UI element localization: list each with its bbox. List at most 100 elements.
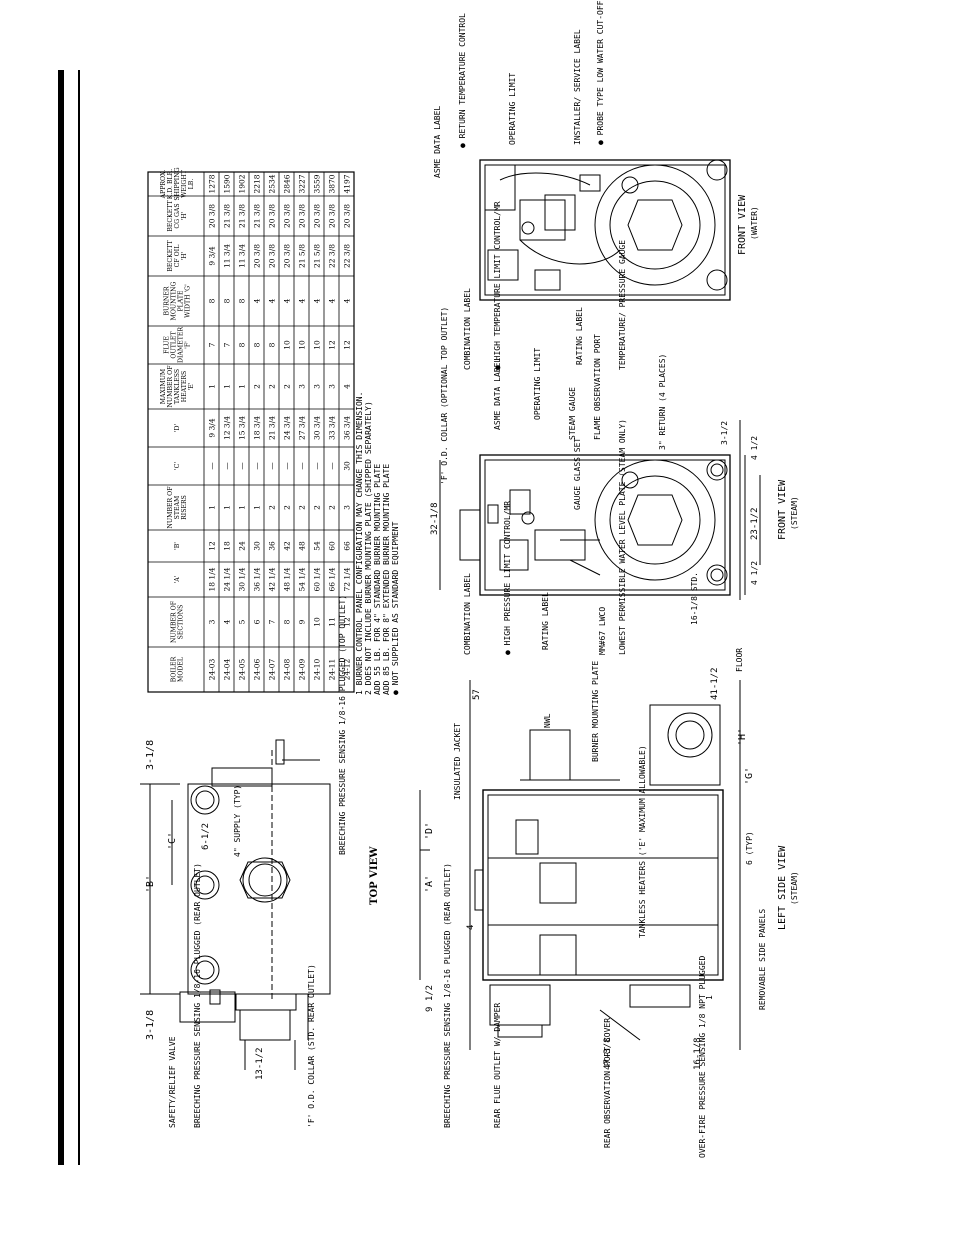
table-cell: — (298, 462, 307, 470)
front-steam-text: 32-1/8 23-1/2 4 1/2 4 1/2 3-1/2 16-1/8 S… (430, 307, 799, 672)
table-cell: 2 (313, 505, 322, 510)
table-cell: 1 (238, 384, 247, 389)
table-cell: 1902 (238, 174, 247, 193)
table-cell: 1 (208, 384, 217, 389)
table-cell: 24-07 (268, 658, 277, 680)
table-header-cell: MAXIMUM (160, 368, 167, 404)
table-header-cell: SECTIONS (178, 605, 185, 640)
table-header-cell: CG GAS (174, 203, 181, 228)
table-header-cell: 'D' (174, 424, 181, 433)
table-cell: 10 (283, 340, 292, 350)
front-view-water (479, 159, 731, 301)
table-cell: 11 3/4 (238, 244, 247, 268)
side-removable-panels-label: REMOVABLE SIDE PANELS (758, 909, 767, 1010)
fs-high-pressure-label: ● HIGH PRESSURE LIMIT CONTROL/MR (503, 501, 512, 655)
table-cell: 3559 (313, 174, 322, 193)
table-cell: 8 (238, 342, 247, 347)
side-dim-1: 1 (705, 995, 714, 1000)
side-tankless-label: TANKLESS HEATERS ('E' MAXIMUM ALLOWABLE) (638, 745, 647, 938)
table-header-cell: BOILER (171, 656, 178, 682)
binder-bar-thin (78, 70, 80, 1165)
table-cell: 22 3/8 (343, 244, 352, 268)
fw-installer-label: INSTALLER/ SERVICE LABEL (573, 29, 582, 145)
table-cell: 2 (253, 384, 262, 389)
fw-probe-lwco-label: ● PROBE TYPE LOW WATER CUT-OFF (596, 0, 605, 145)
table-cell: 24 1/4 (223, 567, 232, 591)
table-cell: 24-05 (238, 658, 247, 680)
table-cell: 3870 (328, 174, 337, 193)
side-dim-41-1-2: 41-1/2 (710, 667, 720, 700)
table-header-cell: MODEL (178, 657, 185, 682)
table-header-cell: K.D. BLR. (167, 169, 174, 200)
table-cell: 2 (268, 384, 277, 389)
table-cell: — (208, 462, 217, 470)
table-header-cell: DIAMETER (178, 327, 185, 363)
note-1: 1 BURNER CONTROL PANEL CONFIGURATION MAY… (355, 392, 364, 695)
table-cell: 30 (253, 541, 262, 551)
table-cell: 15 3/4 (238, 416, 247, 440)
table-cell: 6 (253, 619, 262, 624)
table-cell: — (283, 462, 292, 470)
table-cell: — (313, 462, 322, 470)
front-water-text: ASME DATA LABEL ● RETURN TEMPERATURE CON… (433, 0, 759, 370)
table-cell: 21 5/8 (313, 244, 322, 268)
fs-combination-label: COMBINATION LABEL (463, 573, 472, 655)
table-cell: 22 3/8 (328, 244, 337, 268)
table-header-cell: 'E' (188, 382, 195, 390)
top-dim-3-1-8-b: 3-1/8 (145, 1010, 156, 1040)
table-cell: 20 3/8 (283, 244, 292, 268)
note-4: ADD 85 LB. FOR 8" EXTENDED BURNER MOUNTI… (382, 464, 391, 695)
table-cell: 66 (343, 541, 352, 551)
table-cell: 4 (268, 298, 277, 303)
table-cell: — (238, 462, 247, 470)
table-header-cell: BECKETT (167, 199, 174, 231)
table-cell: 2 (283, 505, 292, 510)
table-cell: 10 (313, 340, 322, 350)
table-header-cell: OUTLET (171, 331, 178, 359)
table-header-cell: RISERS (181, 495, 188, 520)
table-cell: 21 3/8 (253, 204, 262, 228)
table-cell: 12 (328, 340, 337, 350)
table-header-cell: FLUE (164, 336, 171, 354)
table-cell: 20 3/8 (208, 204, 217, 228)
table-cell: 20 3/8 (343, 204, 352, 228)
table-cell: 24 (238, 541, 247, 551)
table-cell: 60 (328, 541, 337, 551)
table-cell: 18 (223, 541, 232, 551)
fs-dim-32-1-8: 32-1/8 (430, 502, 440, 535)
table-cell: 24-04 (223, 658, 232, 680)
table-cell: 20 3/8 (328, 204, 337, 228)
table-cell: 21 3/8 (238, 204, 247, 228)
note-3: ADD 55 LB. FOR 4" STANDARD BURNER MOUNTI… (373, 464, 382, 695)
table-cell: 8 (223, 298, 232, 303)
side-view-title: LEFT SIDE VIEW (777, 845, 788, 930)
table-header-cell: WEIGHT (181, 169, 188, 198)
table-cell: 3227 (298, 174, 307, 193)
table-cell: 1590 (223, 174, 232, 193)
table-cell: 3 (208, 619, 217, 624)
fs-collar-label: 'F' O.D. COLLAR (OPTIONAL TOP OUTLET) (440, 307, 449, 485)
table-cell: 18 1/4 (208, 567, 217, 591)
fs-dim-4-1-2-a: 4 1/2 (750, 561, 759, 585)
table-cell: 8 (208, 298, 217, 303)
table-cell: 24-10 (313, 658, 322, 680)
table-cell: — (253, 462, 262, 470)
table-cell: 4 (313, 298, 322, 303)
table-cell: 20 3/8 (313, 204, 322, 228)
table-cell: 5 (238, 619, 247, 624)
table-cell: 4 (223, 619, 232, 624)
top-breeching-rear-label: BREECHING PRESSURE SENSING 1/8-16 PLUGGE… (193, 863, 202, 1128)
table-header-cell: HEATERS (181, 371, 188, 403)
table-cell: 2534 (268, 174, 277, 193)
table-cell: 1278 (208, 174, 217, 193)
table-cell: 7 (223, 342, 232, 347)
fs-dim-3-1-2: 3-1/2 (720, 421, 729, 445)
table-cell: 4 (253, 298, 262, 303)
table-cell: 30 1/4 (238, 567, 247, 591)
table-cell: 7 (268, 619, 277, 624)
table-cell: 18 3/4 (253, 416, 262, 440)
fs-subtitle: (STEAM) (790, 496, 799, 530)
side-dim-g: 'G' (744, 767, 755, 785)
table-cell: 4 (298, 298, 307, 303)
